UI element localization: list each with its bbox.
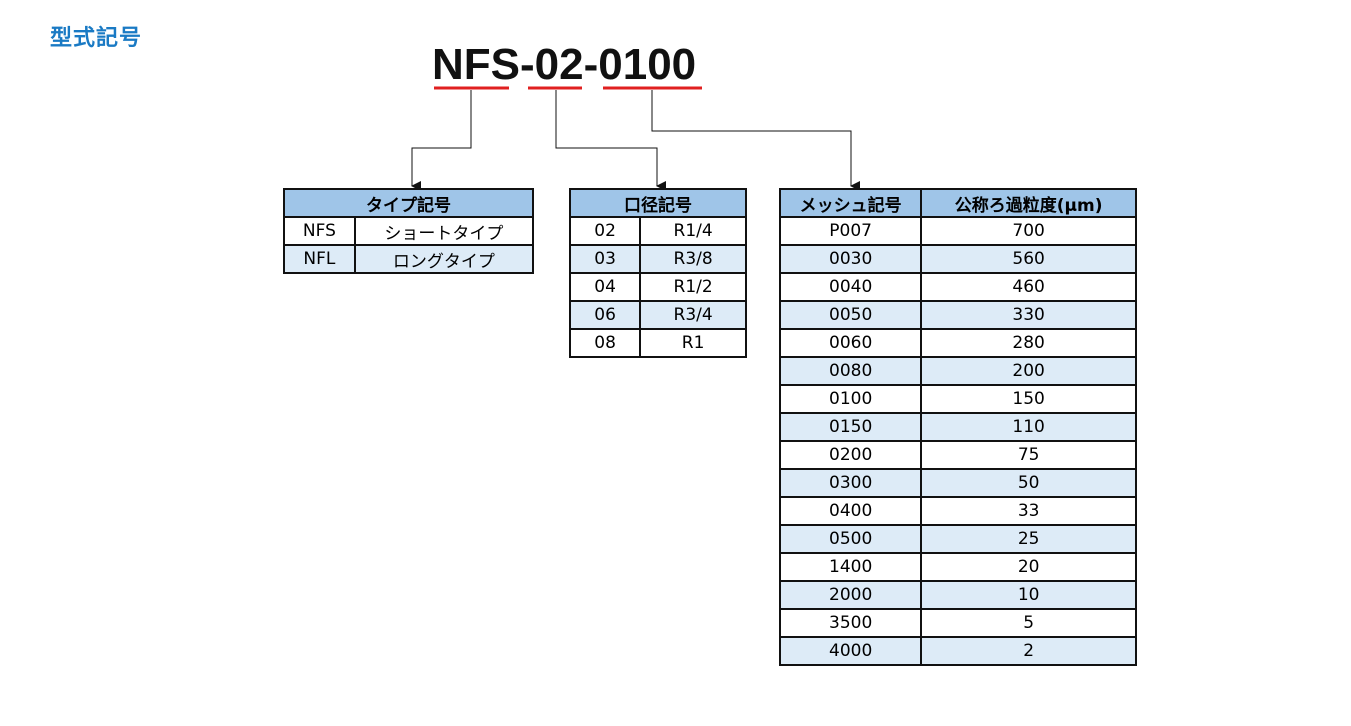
- mesh-rating-cell: 10: [920, 580, 1137, 610]
- table-row: 03 R3/8: [568, 244, 747, 274]
- type-table: タイプ記号 NFS ショートタイプ NFL ロングタイプ: [283, 188, 535, 274]
- port-size-cell: R3/8: [639, 244, 747, 274]
- mesh-connector-arrow: [651, 90, 860, 191]
- mesh-rating-cell: 280: [920, 328, 1137, 358]
- mesh-code-cell: 0400: [778, 496, 923, 526]
- mesh-rating-cell: 200: [920, 356, 1137, 386]
- type-name-cell: ロングタイプ: [353, 244, 535, 274]
- mesh-rating-cell: 33: [920, 496, 1137, 526]
- mesh-rating-cell: 560: [920, 244, 1137, 274]
- type-code-cell: NFL: [283, 244, 356, 274]
- port-table: 口径記号 02 R1/4 03 R3/8 04 R1/2 06 R3/4 08 …: [568, 188, 747, 358]
- port-table-header: 口径記号: [569, 188, 747, 218]
- table-row: 02 R1/4: [568, 216, 747, 246]
- model-code-separator: -: [583, 40, 599, 89]
- mesh-code-cell: 2000: [778, 580, 923, 610]
- table-row: 04 R1/2: [568, 272, 747, 302]
- mesh-rating-cell: 150: [920, 384, 1137, 414]
- model-code-type-part: NFS: [432, 40, 520, 89]
- mesh-rating-cell: 2: [920, 636, 1137, 666]
- port-size-cell: R1: [639, 328, 747, 358]
- mesh-code-cell: 0040: [778, 272, 923, 302]
- mesh-code-header: メッシュ記号: [778, 188, 923, 218]
- port-size-cell: R3/4: [639, 300, 747, 330]
- table-row: 06 R3/4: [568, 300, 747, 330]
- model-code-port-part: 02: [534, 40, 584, 89]
- mesh-rating-cell: 110: [920, 412, 1137, 442]
- mesh-code-cell: 0300: [778, 468, 923, 498]
- type-connector-arrow: [411, 90, 472, 191]
- model-code-mesh-part: 0100: [598, 40, 697, 89]
- mesh-rating-cell: 460: [920, 272, 1137, 302]
- page-title: 型式記号: [50, 26, 143, 51]
- mesh-code-cell: 0060: [778, 328, 923, 358]
- mesh-code-cell: 1400: [778, 552, 923, 582]
- mesh-rating-cell: 25: [920, 524, 1137, 554]
- mesh-rating-cell: 700: [920, 216, 1137, 246]
- port-size-cell: R1/4: [639, 216, 747, 246]
- port-code-cell: 03: [568, 244, 642, 274]
- mesh-code-cell: 4000: [778, 636, 923, 666]
- model-code: NFS-02-0100: [432, 40, 696, 90]
- mesh-code-cell: 0080: [778, 356, 923, 386]
- port-size-cell: R1/2: [639, 272, 747, 302]
- mesh-code-cell: 0500: [778, 524, 923, 554]
- mesh-rating-cell: 50: [920, 468, 1137, 498]
- table-row: NFS ショートタイプ: [283, 216, 535, 246]
- mesh-rating-cell: 75: [920, 440, 1137, 470]
- mesh-rating-header: 公称ろ過粒度(μm): [920, 188, 1137, 218]
- mesh-rating-cell: 330: [920, 300, 1137, 330]
- port-code-cell: 04: [568, 272, 642, 302]
- port-connector-arrow: [555, 90, 666, 191]
- mesh-code-cell: 3500: [778, 608, 923, 638]
- port-code-cell: 06: [568, 300, 642, 330]
- mesh-code-cell: 0030: [778, 244, 923, 274]
- mesh-code-cell: 0200: [778, 440, 923, 470]
- model-code-separator: -: [520, 40, 535, 89]
- table-row: 08 R1: [568, 328, 747, 358]
- mesh-rating-cell: 5: [920, 608, 1137, 638]
- type-table-header: タイプ記号: [283, 188, 534, 218]
- mesh-code-cell: 0050: [778, 300, 923, 330]
- table-row: NFL ロングタイプ: [283, 244, 535, 274]
- mesh-code-cell: 0100: [778, 384, 923, 414]
- port-code-cell: 02: [568, 216, 642, 246]
- mesh-code-cell: P007: [778, 216, 923, 246]
- type-name-cell: ショートタイプ: [353, 216, 535, 246]
- mesh-code-cell: 0150: [778, 412, 923, 442]
- type-code-cell: NFS: [283, 216, 356, 246]
- port-code-cell: 08: [568, 328, 642, 358]
- mesh-rating-cell: 20: [920, 552, 1137, 582]
